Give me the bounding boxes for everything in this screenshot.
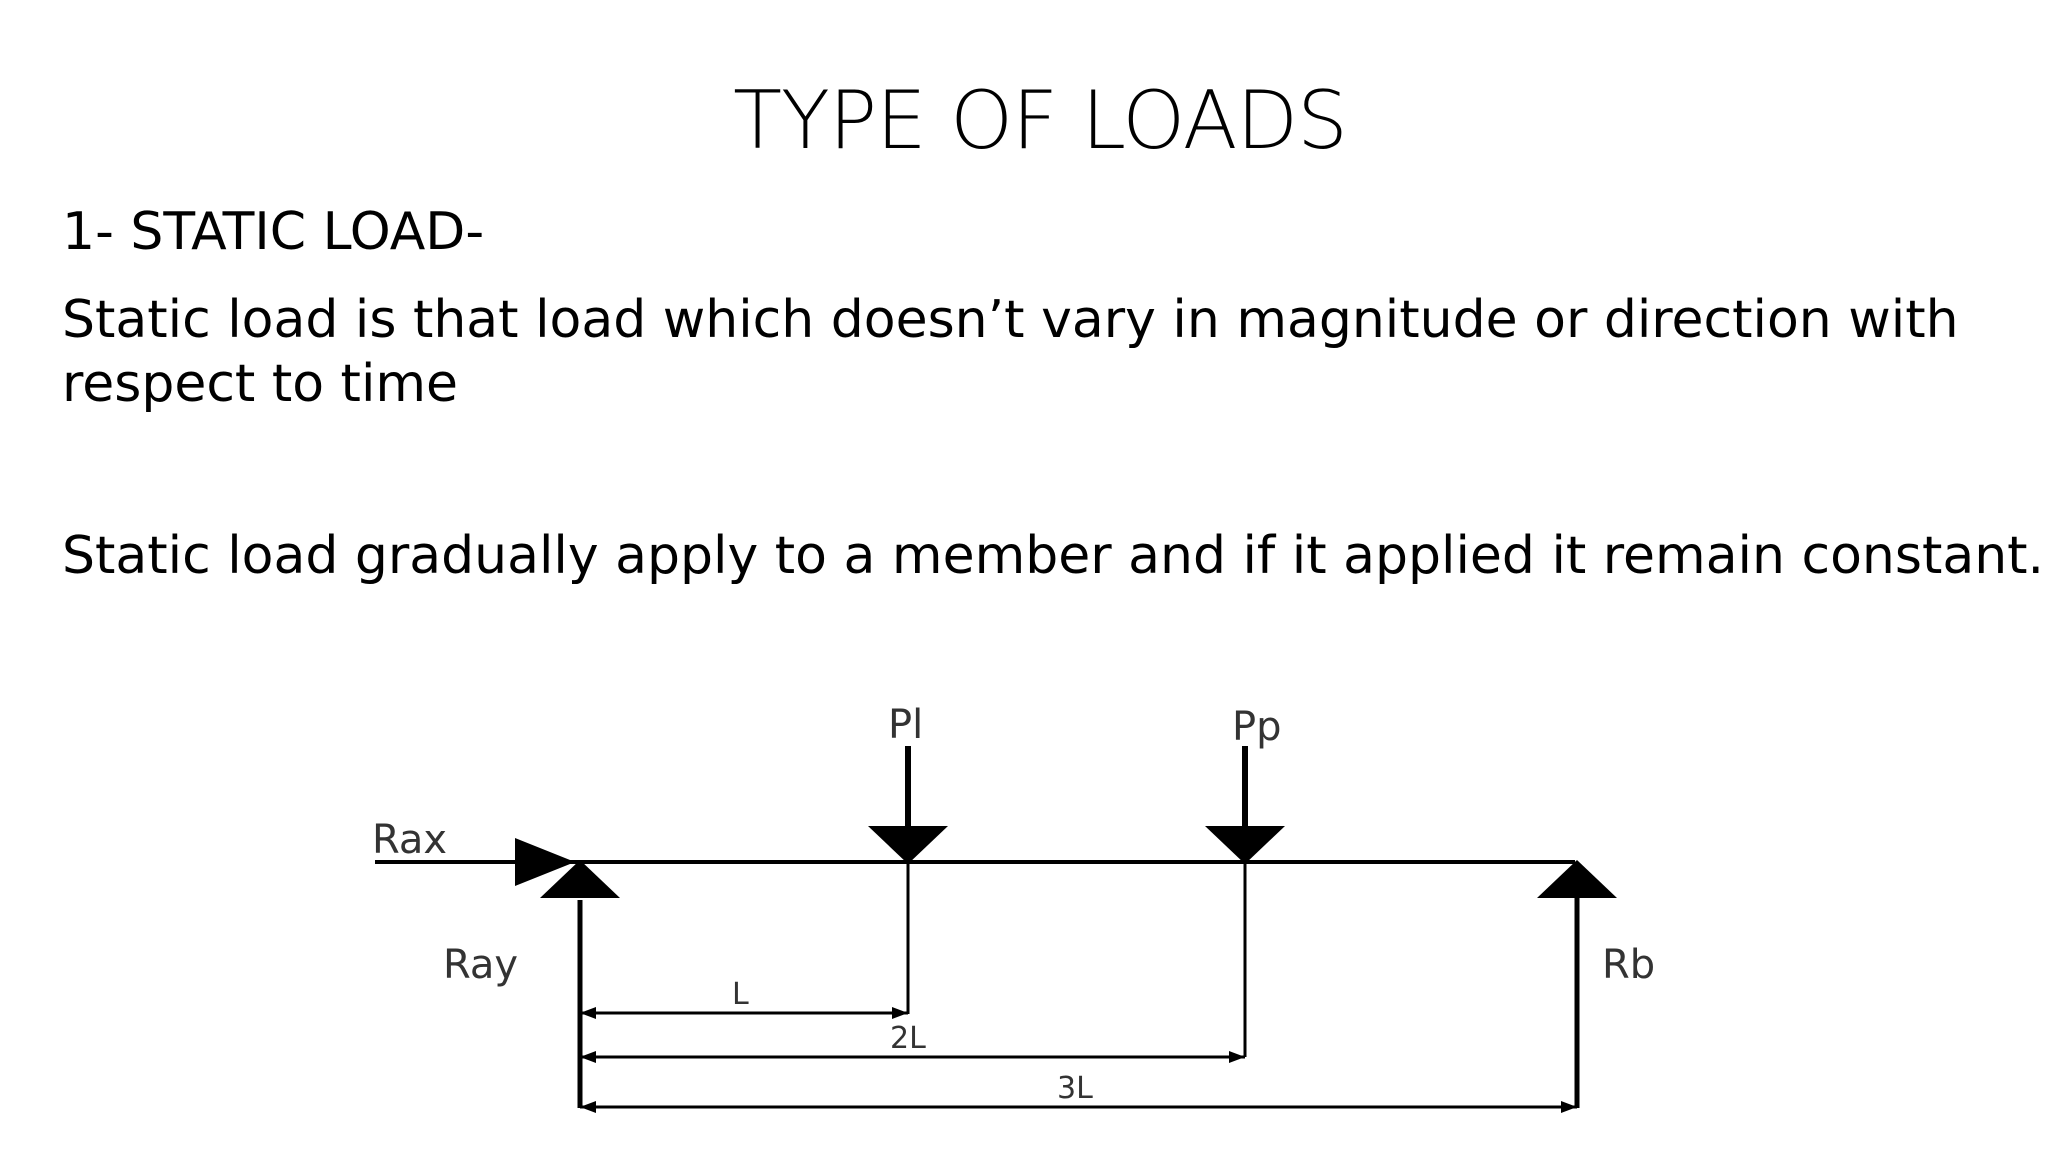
rb-label: Rb (1602, 942, 1655, 988)
definition-line-2: respect to time (62, 354, 459, 414)
pl-load-arrow (868, 746, 948, 1014)
dimension-2l-label: 2L (890, 1021, 926, 1056)
dimension-l-label: L (732, 977, 749, 1012)
rax-label: Rax (372, 817, 447, 863)
pp-load-arrow (1205, 746, 1285, 1057)
section-heading: 1- STATIC LOAD- (62, 202, 485, 262)
application-statement: Static load gradually apply to a member … (62, 526, 2045, 586)
ray-reaction-arrow (540, 860, 620, 1108)
dimension-2l (580, 1051, 1245, 1063)
rb-reaction-arrow (1537, 860, 1617, 1108)
ray-label: Ray (443, 942, 518, 988)
pp-label: Pp (1232, 704, 1282, 750)
slide-title: TYPE OF LOADS (733, 74, 1348, 167)
definition-line-1: Static load is that load which doesn’t v… (62, 290, 1959, 350)
dimension-l (580, 1007, 908, 1019)
dimension-3l (580, 1101, 1577, 1113)
dimension-3l-label: 3L (1057, 1071, 1093, 1106)
horizontal-reaction-arrow (515, 838, 575, 886)
pl-label: Pl (888, 702, 923, 748)
